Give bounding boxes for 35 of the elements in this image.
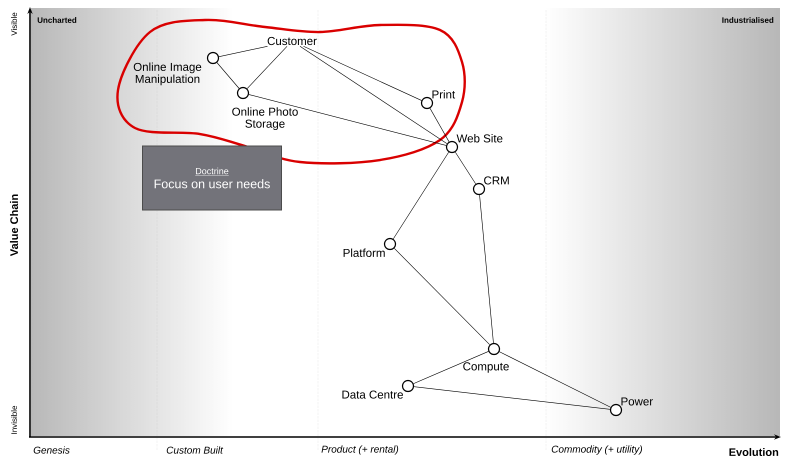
stage-label: Product (+ rental) <box>322 445 398 455</box>
stage-label: Uncharted <box>38 17 76 23</box>
axis-title: Value Chain <box>10 194 18 256</box>
dependency-line <box>413 351 489 384</box>
dependency-line <box>394 248 490 345</box>
stage-label: Custom Built <box>166 446 224 454</box>
node-label: Online Photo Storage <box>232 107 298 130</box>
node-label: Platform <box>344 248 385 257</box>
dependency-line <box>455 152 476 184</box>
dependency-line <box>393 152 450 240</box>
component-label: Customer <box>268 36 317 46</box>
node-label: Power <box>621 397 653 406</box>
node-label: Print <box>432 90 456 98</box>
node-label: Online Image Manipulation <box>134 62 202 86</box>
dependency-line <box>246 46 288 89</box>
stage-label: Commodity (+ utility) <box>552 445 642 455</box>
node-label: Compute <box>463 362 509 373</box>
stage-label: Genesis <box>34 446 70 454</box>
node-label: Data Centre <box>342 390 403 399</box>
dependency-line <box>303 46 422 101</box>
node-label: Web Site <box>456 134 502 142</box>
dependency-line <box>300 46 448 144</box>
doctrine-box: Doctrine Focus on user needs <box>142 146 282 210</box>
stage-label: Industrialised <box>722 17 774 23</box>
dependency-line <box>218 46 268 58</box>
dependency-line <box>248 94 446 146</box>
axis-end-label: Visible <box>11 12 17 36</box>
dependency-line <box>430 108 450 142</box>
dependency-line <box>479 194 494 344</box>
dependency-line <box>499 351 611 408</box>
axis-title: Evolution <box>729 448 778 456</box>
dependency-line <box>216 62 240 89</box>
node-label: CRM <box>484 176 509 184</box>
axis-end-label: Invisible <box>11 406 17 434</box>
dependency-line <box>414 386 610 410</box>
